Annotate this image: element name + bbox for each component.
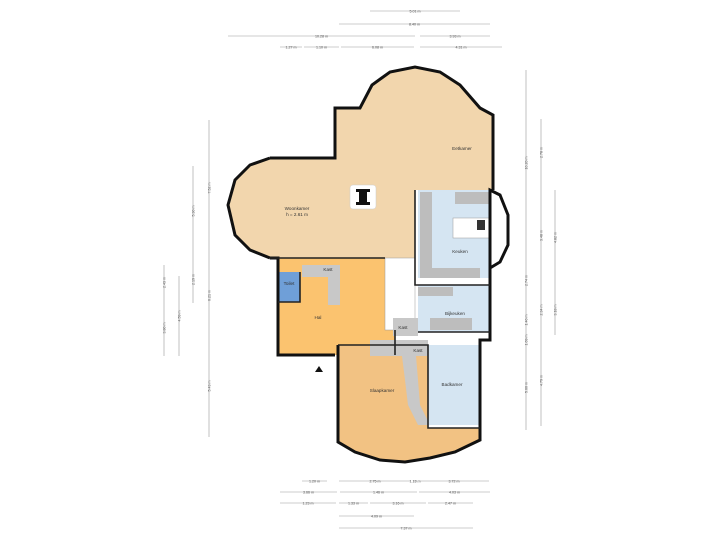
room-toilet <box>278 272 300 302</box>
dimension-label: 10.20 m <box>524 157 528 170</box>
dimension-label: 1.46 m <box>373 490 384 494</box>
dimension-label: 4.09 m <box>371 514 382 518</box>
dimension-label: 7.37 m <box>401 526 412 530</box>
label-badkamer: Badkamer <box>442 382 463 387</box>
exterior-wall <box>336 187 510 464</box>
cooktop <box>477 220 485 230</box>
dimension-label: 2.19 m <box>191 274 195 285</box>
dimension-label: 2.34 m <box>539 305 543 316</box>
dimension-label: 4.59 m <box>177 311 181 322</box>
dimension-label: 10.28 m <box>315 34 328 38</box>
dimension-label: 3.18 m <box>553 305 557 316</box>
dimension-label: 2.43 m <box>162 277 166 288</box>
room-badkamer <box>428 345 480 425</box>
kitchen-counter <box>420 268 480 278</box>
dimension-label: 5.43 m <box>207 381 211 392</box>
dimension-label: 3.66 m <box>303 490 314 494</box>
dimension-label: 3.48 m <box>539 230 543 241</box>
label-slaapkamer: Slaapkamer <box>370 388 395 393</box>
dimension-label: 4.82 m <box>553 232 557 243</box>
dimension-label: 1.13 m <box>410 479 421 483</box>
label-bijkeuken: Bijkeuken <box>445 311 465 316</box>
dimension-label: 1.23 m <box>303 501 314 505</box>
dimension-label: 3.72 m <box>449 479 460 483</box>
label-eetkamer: Eetkamer <box>452 146 472 151</box>
dimension-label: 1.10 m <box>316 45 327 49</box>
dimension-label: 5.60 m <box>524 382 528 393</box>
dimension-label: 5.30 m <box>191 206 195 217</box>
dimension-label: 2.75 m <box>370 479 381 483</box>
dimension-label: 6.08 m <box>372 45 383 49</box>
dimension-label: 3.93 m <box>450 34 461 38</box>
entrance-marker <box>315 366 323 372</box>
interior-wall <box>270 190 490 429</box>
exterior-wall <box>226 156 271 260</box>
dimension-label: 2.74 m <box>524 275 528 286</box>
dimension-label: 1.69 m <box>524 335 528 346</box>
kitchen-counter <box>455 192 490 204</box>
dimension-label: 3.80 m <box>162 323 166 334</box>
room-woonkamer-eetkamer <box>228 67 493 258</box>
room-hal <box>278 258 395 355</box>
dimension-label: 5.01 m <box>410 9 421 13</box>
dimension-label: 7.52 m <box>207 183 211 194</box>
label-woonkamer: Woonkamer <box>285 206 310 211</box>
dimension-label: 1.33 m <box>348 501 359 505</box>
label-keuken: Keuken <box>452 249 468 254</box>
dimension-label: 4.31 m <box>456 45 467 49</box>
kast-strip <box>328 265 340 305</box>
kitchen-counter <box>420 192 432 276</box>
fireplace-icon <box>356 189 370 205</box>
counter <box>430 318 472 330</box>
label-woonkamer-height: h = 2.61 m <box>286 212 308 217</box>
dimension-label: 2.78 m <box>539 147 543 158</box>
dimension-label: 1.27 m <box>286 45 297 49</box>
label-kast: Kast <box>323 267 333 272</box>
dimension-label: 3.16 m <box>393 501 404 505</box>
label-kast: Kast <box>398 325 408 330</box>
room-kast-slaapkamer <box>370 340 430 425</box>
dimension-lines: 5.01 m 8.40 m 10.28 m 3.93 m 1.27 m 1.10 m 6.0… <box>162 9 557 530</box>
label-hal: Hal <box>315 315 322 320</box>
dimension-label: 1.40 m <box>524 315 528 326</box>
counter <box>418 287 453 296</box>
dimension-label: 2.47 m <box>445 501 456 505</box>
label-kast: Kast <box>413 348 423 353</box>
label-toilet: Toilet <box>284 281 295 286</box>
room-kast-hal <box>393 318 418 336</box>
dimension-label: 1.20 m <box>309 479 320 483</box>
dimension-label: 4.79 m <box>539 375 543 386</box>
dimension-label: 8.40 m <box>409 22 420 26</box>
exterior-wall <box>270 65 495 190</box>
dimension-label: 6.21 m <box>207 290 211 301</box>
dimension-label: 4.03 m <box>449 490 460 494</box>
